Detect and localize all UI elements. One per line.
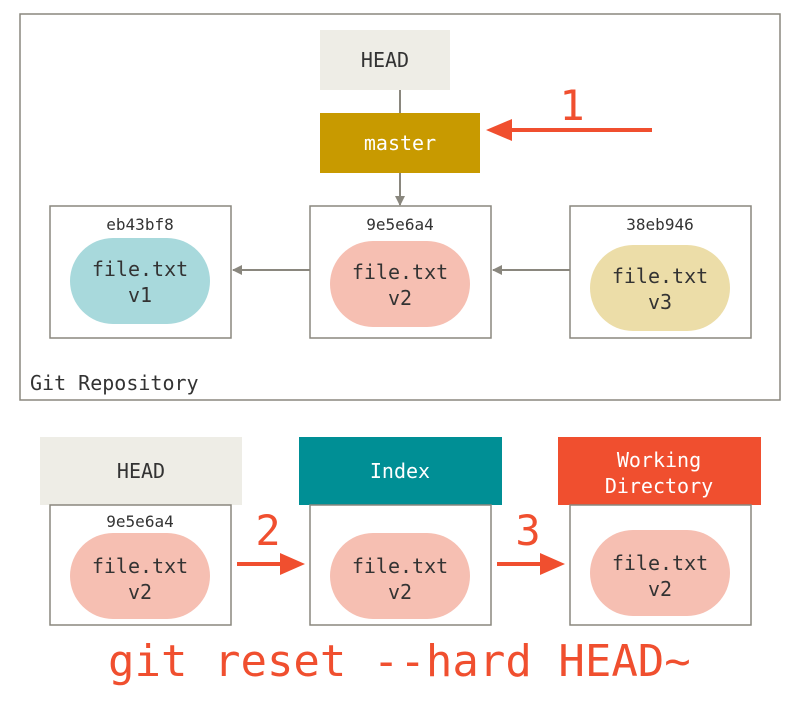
step-3-number: 3 <box>515 506 540 555</box>
repository-label: Git Repository <box>30 371 199 395</box>
file-version: v3 <box>648 290 672 314</box>
commit-38eb946: 38eb946 file.txt v3 <box>569 205 752 339</box>
step-2-arrowhead <box>280 553 305 575</box>
file-pill <box>330 533 470 619</box>
step-2-number: 2 <box>255 506 280 555</box>
file-name: file.txt <box>352 260 448 284</box>
tree-index: Index file.txt v2 <box>299 437 502 626</box>
tree-head: HEAD 9e5e6a4 file.txt v2 <box>40 437 242 626</box>
file-version: v1 <box>128 283 152 307</box>
file-pill <box>70 238 210 324</box>
file-name: file.txt <box>92 554 188 578</box>
commit-eb43bf8: eb43bf8 file.txt v1 <box>49 205 232 339</box>
tree-head-header <box>40 437 242 505</box>
commit-hash: 9e5e6a4 <box>366 215 433 234</box>
step-1-number: 1 <box>559 81 584 130</box>
commit-hash: 38eb946 <box>626 215 693 234</box>
file-pill <box>590 530 730 616</box>
master-branch-label: master <box>364 131 436 155</box>
commit-hash: eb43bf8 <box>106 215 173 234</box>
file-name: file.txt <box>92 257 188 281</box>
tree-head-hash: 9e5e6a4 <box>106 512 173 531</box>
file-version: v2 <box>388 580 412 604</box>
file-name: file.txt <box>612 264 708 288</box>
tree-working-directory-title-line1: Working <box>617 448 701 472</box>
file-version: v2 <box>648 577 672 601</box>
file-pill <box>590 245 730 331</box>
file-name: file.txt <box>352 554 448 578</box>
command-text: git reset --hard HEAD~ <box>108 636 691 687</box>
tree-index-title: Index <box>370 459 430 483</box>
tree-head-title: HEAD <box>117 459 165 483</box>
head-box <box>320 30 450 90</box>
file-name: file.txt <box>612 551 708 575</box>
tree-working-directory: Working Directory file.txt v2 <box>558 437 761 626</box>
master-branch-box <box>320 113 480 173</box>
tree-index-header <box>299 437 502 505</box>
commit-9e5e6a4: 9e5e6a4 file.txt v2 <box>309 205 492 339</box>
tree-working-directory-header <box>558 437 761 505</box>
file-pill <box>330 241 470 327</box>
tree-working-directory-title-line2: Directory <box>605 474 713 498</box>
file-pill <box>70 533 210 619</box>
step-1-arrowhead <box>486 119 512 141</box>
head-label: HEAD <box>361 48 409 72</box>
file-version: v2 <box>388 286 412 310</box>
step-3-arrowhead <box>540 553 565 575</box>
repository-frame <box>19 13 781 401</box>
file-version: v2 <box>128 580 152 604</box>
